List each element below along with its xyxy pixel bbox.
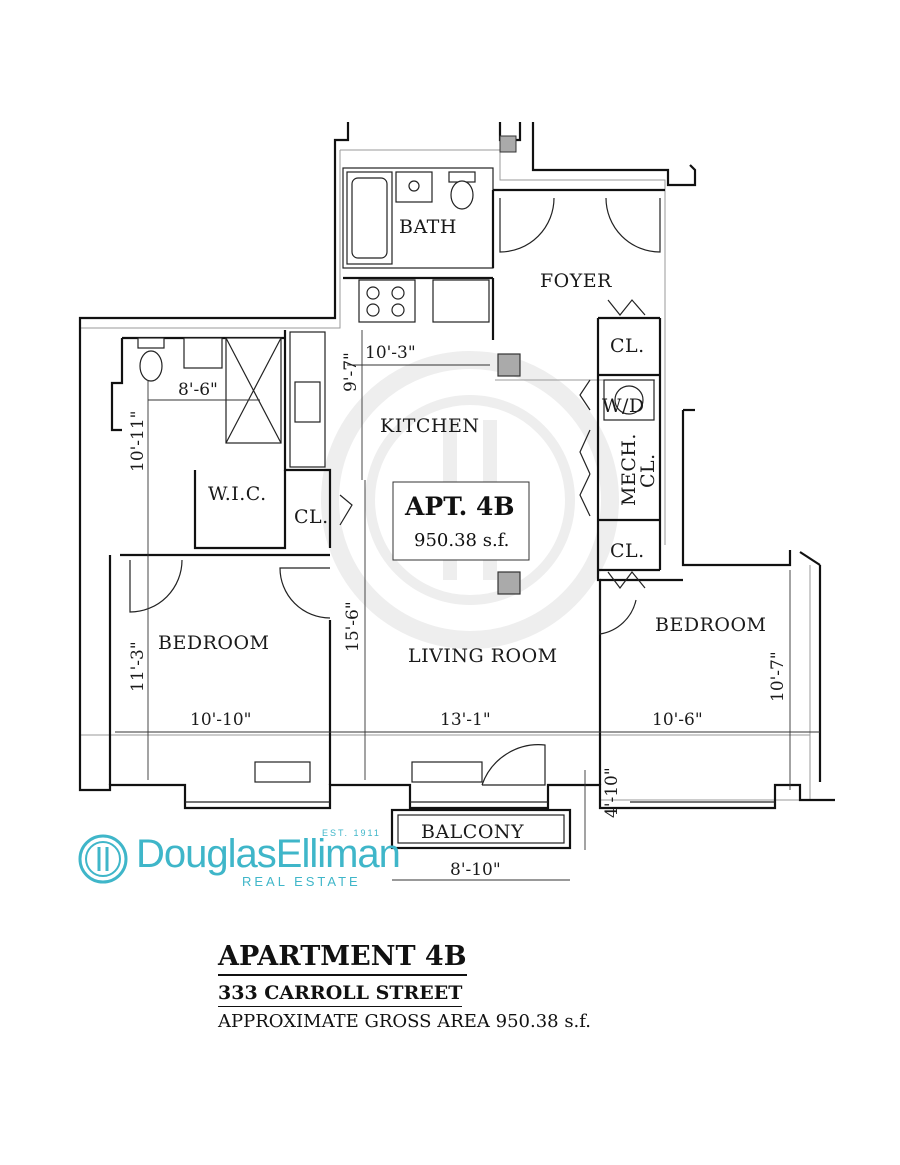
closet-label-left: CL. — [294, 506, 329, 528]
door-swings — [129, 197, 661, 786]
unit-box-area: 950.38 s.f. — [414, 530, 509, 551]
kitchen-depth-label: 9'-7" — [341, 352, 361, 392]
caption-address: 333 CARROLL STREET — [218, 980, 463, 1007]
caption-title: APARTMENT 4B — [218, 940, 467, 976]
bath-label: BATH — [399, 216, 457, 238]
bath-width-label: 8'-6" — [178, 380, 218, 400]
bed-left-depth-label: 11'-3" — [128, 641, 148, 692]
balcony — [390, 808, 572, 850]
dimension-lines — [115, 330, 820, 881]
living-room-label: LIVING ROOM — [408, 645, 558, 667]
bedroom-left-label: BEDROOM — [158, 632, 269, 654]
bed-left-depth-upper-label: 10'-11" — [128, 410, 148, 472]
bed-right-width-label: 10'-6" — [652, 710, 703, 730]
wd-label: W/D — [602, 395, 645, 417]
fixtures — [137, 135, 655, 595]
balcony-label: BALCONY — [421, 821, 524, 843]
unit-box: APT. 4B 950.38 s.f. — [392, 481, 530, 561]
bedroom-right-label: BEDROOM — [655, 614, 766, 636]
logo-name: DouglasElliman — [136, 832, 401, 876]
unit-box-title: APT. 4B — [404, 492, 515, 521]
floor-plan: BATH FOYER KITCHEN W.I.C. CL. CL. W/D ME… — [78, 122, 835, 881]
living-depth-label: 15'-6" — [343, 601, 363, 652]
bed-left-width-label: 10'-10" — [190, 710, 252, 730]
logo-subtitle: REAL ESTATE — [242, 874, 361, 889]
balcony-width-label: 8'-10" — [450, 860, 501, 880]
brand-logo: DouglasElliman EST. 1911 REAL ESTATE — [78, 828, 401, 892]
kitchen-width-label: 10'-3" — [365, 343, 416, 363]
closet-label-foyer: CL. — [610, 335, 645, 357]
kitchen-label: KITCHEN — [380, 415, 479, 437]
grey-guide-lines — [80, 149, 811, 801]
logo-est: EST. 1911 — [322, 828, 381, 838]
closet-label-right: CL. — [610, 540, 645, 562]
foyer-label: FOYER — [540, 270, 612, 292]
caption-area: APPROXIMATE GROSS AREA 950.38 s.f. — [218, 1011, 592, 1032]
walls — [78, 122, 835, 810]
living-width-label: 13'-1" — [440, 710, 491, 730]
mech-label: MECH. — [618, 433, 640, 506]
balcony-depth-label: 4'-10" — [602, 767, 622, 818]
wic-label: W.I.C. — [208, 483, 267, 505]
mech-cl-label: CL. — [637, 453, 659, 488]
plan-caption: APARTMENT 4B 333 CARROLL STREET APPROXIM… — [218, 940, 778, 1035]
bed-right-depth-label: 10'-7" — [768, 651, 788, 702]
logo-mark-icon — [78, 834, 128, 884]
